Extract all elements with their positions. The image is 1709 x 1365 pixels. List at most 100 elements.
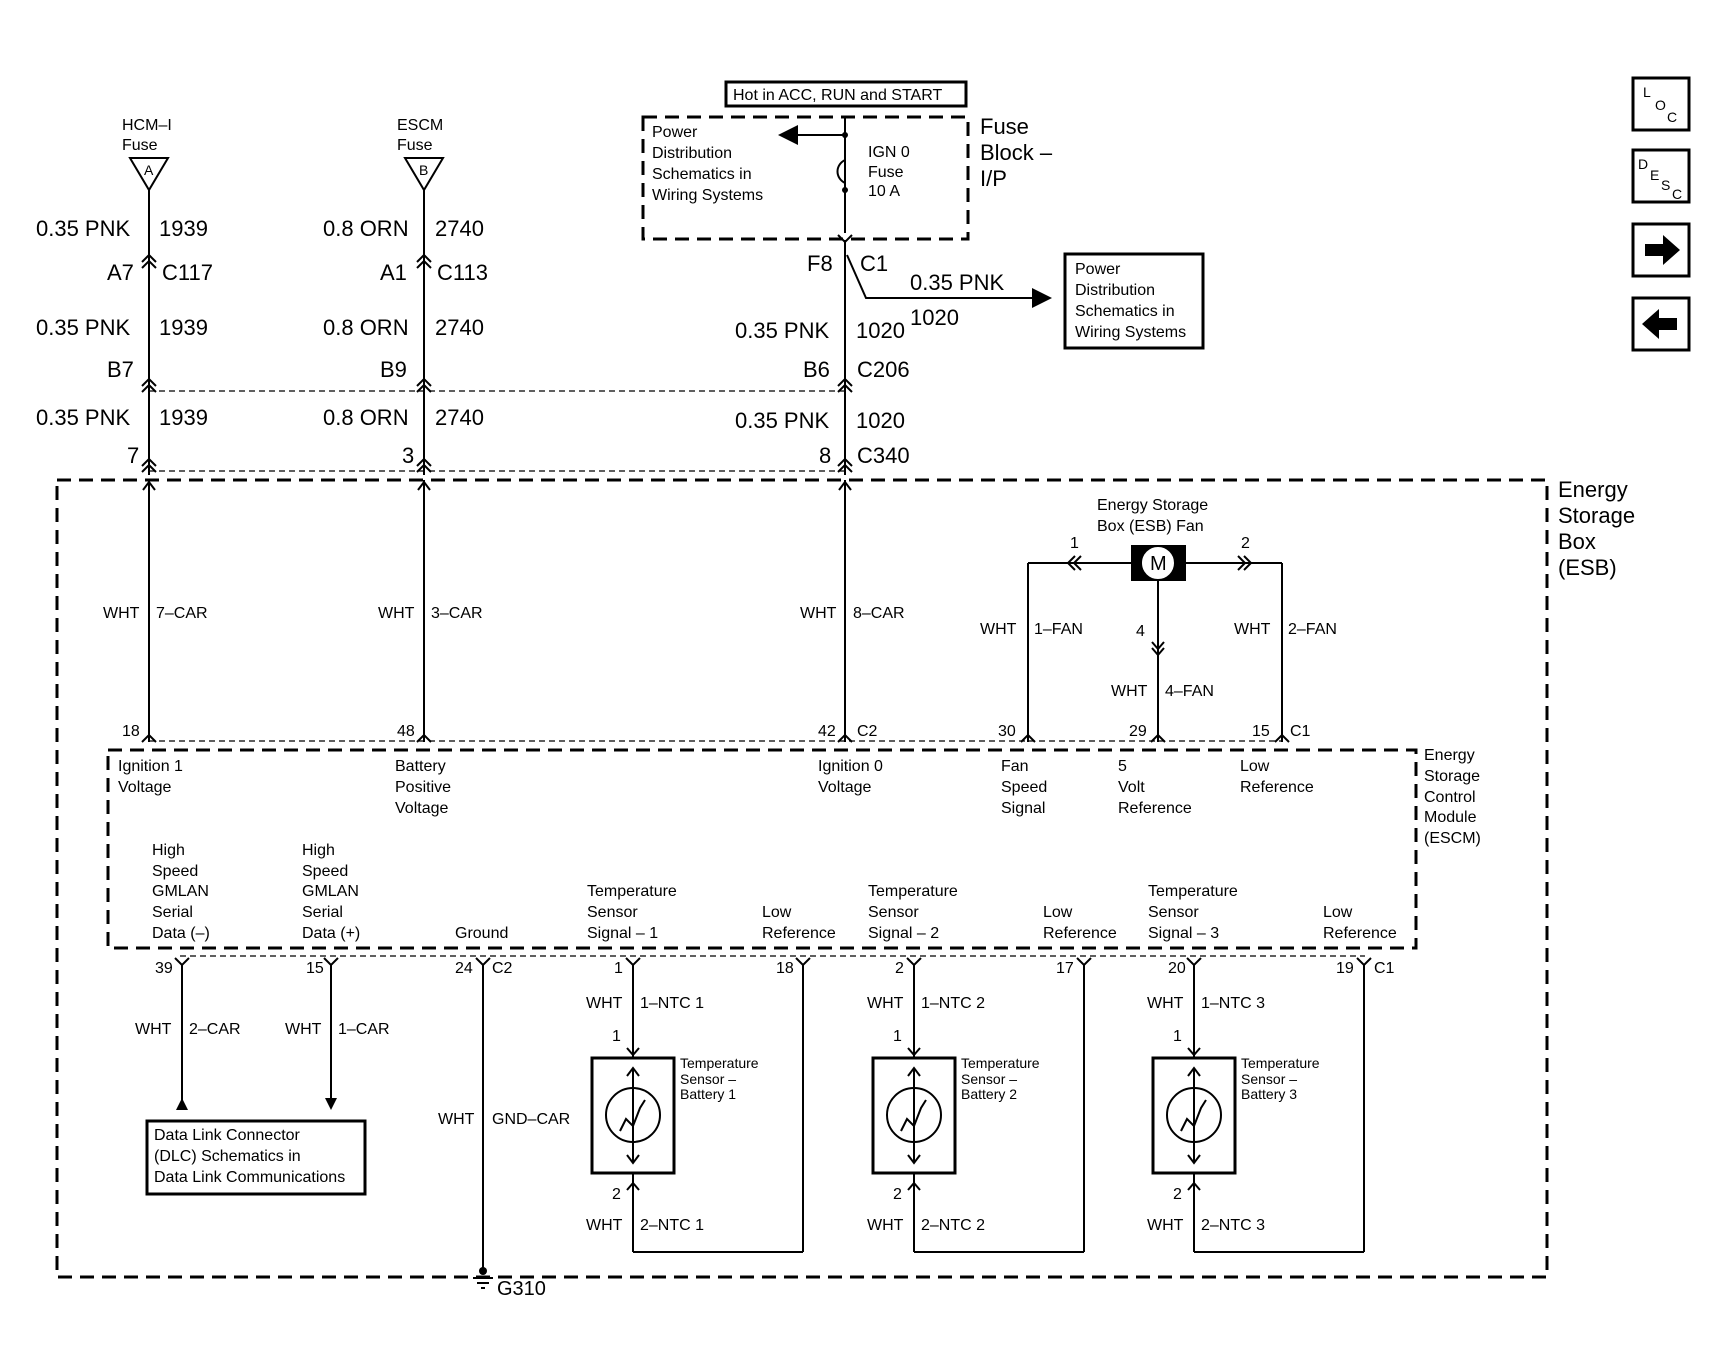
svg-text:1–FAN: 1–FAN xyxy=(1034,621,1083,638)
svg-text:C117: C117 xyxy=(162,260,213,285)
svg-text:Storage: Storage xyxy=(1558,503,1635,528)
svg-text:WHT: WHT xyxy=(1111,683,1148,700)
svg-text:Temperature: Temperature xyxy=(1241,1055,1320,1071)
svg-text:3: 3 xyxy=(402,443,414,468)
svg-text:Power: Power xyxy=(1075,261,1121,278)
svg-text:WHT: WHT xyxy=(438,1111,475,1128)
svg-text:18: 18 xyxy=(776,960,794,977)
svg-text:2740: 2740 xyxy=(435,216,484,241)
svg-text:Box (ESB) Fan: Box (ESB) Fan xyxy=(1097,518,1204,535)
svg-text:WHT: WHT xyxy=(1234,621,1271,638)
svg-text:4: 4 xyxy=(1136,623,1145,640)
svg-text:Speed: Speed xyxy=(1001,779,1047,796)
svg-text:GMLAN: GMLAN xyxy=(302,883,359,900)
fuse-ign0-symbol xyxy=(836,159,846,184)
svg-text:15: 15 xyxy=(306,960,324,977)
svg-text:WHT: WHT xyxy=(800,605,837,622)
svg-text:Sensor: Sensor xyxy=(868,904,919,921)
svg-text:Sensor: Sensor xyxy=(587,904,638,921)
svg-text:0.35 PNK: 0.35 PNK xyxy=(910,270,1004,295)
svg-text:Fuse: Fuse xyxy=(122,137,158,154)
right-arrow-icon xyxy=(1645,235,1680,265)
svg-text:S: S xyxy=(1661,177,1670,193)
svg-text:Sensor –: Sensor – xyxy=(1241,1071,1297,1087)
previous-page-button[interactable] xyxy=(1631,296,1691,352)
svg-text:WHT: WHT xyxy=(867,995,904,1012)
svg-text:B: B xyxy=(419,162,428,178)
svg-text:2740: 2740 xyxy=(435,315,484,340)
svg-text:0.8 ORN: 0.8 ORN xyxy=(323,216,409,241)
svg-text:WHT: WHT xyxy=(135,1021,172,1038)
escm-module xyxy=(106,748,1418,950)
svg-text:WHT: WHT xyxy=(586,1217,623,1234)
svg-text:Distribution: Distribution xyxy=(652,145,732,162)
svg-text:2–NTC 3: 2–NTC 3 xyxy=(1201,1217,1265,1234)
svg-text:2–NTC 1: 2–NTC 1 xyxy=(640,1217,704,1234)
svg-text:(ESCM): (ESCM) xyxy=(1424,830,1481,847)
svg-text:Fuse: Fuse xyxy=(397,137,433,154)
next-page-button[interactable] xyxy=(1631,222,1691,278)
svg-text:Data Link Communications: Data Link Communications xyxy=(154,1169,345,1186)
svg-text:Data Link Connector: Data Link Connector xyxy=(154,1127,301,1144)
svg-text:Serial: Serial xyxy=(152,904,193,921)
svg-text:20: 20 xyxy=(1168,960,1186,977)
power-distribution-box xyxy=(1063,252,1205,350)
svg-text:Fuse: Fuse xyxy=(868,164,904,181)
svg-text:1: 1 xyxy=(614,960,623,977)
svg-text:Energy: Energy xyxy=(1558,477,1628,502)
dlc-box xyxy=(145,1119,367,1196)
svg-text:1: 1 xyxy=(1173,1028,1182,1045)
svg-text:High: High xyxy=(302,842,335,859)
svg-text:30: 30 xyxy=(998,723,1016,740)
desc-button[interactable]: D E S C xyxy=(1631,148,1691,204)
svg-text:1: 1 xyxy=(612,1028,621,1045)
svg-text:I/P: I/P xyxy=(980,166,1007,191)
svg-text:Signal – 3: Signal – 3 xyxy=(1148,925,1219,942)
hot-label-box xyxy=(724,80,968,108)
svg-text:C: C xyxy=(1672,186,1682,202)
svg-text:Data (–): Data (–) xyxy=(152,925,210,942)
svg-text:24: 24 xyxy=(455,960,473,977)
svg-text:1939: 1939 xyxy=(159,405,208,430)
svg-text:5: 5 xyxy=(1118,758,1127,775)
svg-text:Energy Storage: Energy Storage xyxy=(1097,497,1208,514)
svg-text:42: 42 xyxy=(818,723,836,740)
svg-text:Battery 2: Battery 2 xyxy=(961,1086,1017,1102)
svg-text:Sensor –: Sensor – xyxy=(680,1071,736,1087)
svg-text:WHT: WHT xyxy=(378,605,415,622)
svg-text:Wiring Systems: Wiring Systems xyxy=(1075,324,1186,341)
svg-text:C1: C1 xyxy=(1374,960,1395,977)
svg-text:Fan: Fan xyxy=(1001,758,1029,775)
svg-text:B7: B7 xyxy=(107,357,134,382)
svg-text:Hot in ACC, RUN and START: Hot in ACC, RUN and START xyxy=(733,87,942,104)
svg-text:Reference: Reference xyxy=(1323,925,1397,942)
svg-text:0.35 PNK: 0.35 PNK xyxy=(735,408,829,433)
svg-text:Reference: Reference xyxy=(762,925,836,942)
svg-text:A7: A7 xyxy=(107,260,134,285)
svg-text:Speed: Speed xyxy=(302,863,348,880)
svg-text:GMLAN: GMLAN xyxy=(152,883,209,900)
svg-text:1–CAR: 1–CAR xyxy=(338,1021,390,1038)
svg-text:2: 2 xyxy=(612,1186,621,1203)
loc-button[interactable]: L O C xyxy=(1631,76,1691,132)
fuse-block xyxy=(641,115,970,241)
svg-text:B9: B9 xyxy=(380,357,407,382)
svg-text:Block –: Block – xyxy=(980,140,1053,165)
svg-text:O: O xyxy=(1655,97,1666,113)
svg-text:Temperature: Temperature xyxy=(680,1055,759,1071)
svg-text:A1: A1 xyxy=(380,260,407,285)
connector-marks xyxy=(141,253,853,473)
svg-text:E: E xyxy=(1650,167,1659,183)
svg-text:0.35 PNK: 0.35 PNK xyxy=(36,315,130,340)
motor-icon xyxy=(1140,545,1176,581)
svg-text:Positive: Positive xyxy=(395,779,451,796)
svg-text:17: 17 xyxy=(1056,960,1074,977)
svg-text:Low: Low xyxy=(1240,758,1270,775)
svg-text:C: C xyxy=(1667,109,1677,125)
svg-text:C1: C1 xyxy=(1290,723,1311,740)
svg-text:1939: 1939 xyxy=(159,216,208,241)
svg-text:WHT: WHT xyxy=(103,605,140,622)
svg-text:WHT: WHT xyxy=(1147,995,1184,1012)
svg-text:Power: Power xyxy=(652,124,698,141)
